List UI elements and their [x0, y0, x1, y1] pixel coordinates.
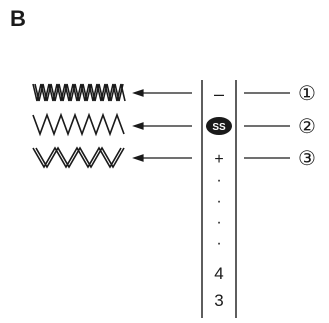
callout-1: ①	[298, 83, 316, 105]
dial-dot: ·	[216, 172, 221, 189]
dial-strip	[201, 80, 237, 318]
dial-dot: ·	[216, 193, 221, 210]
pointer-arrows	[132, 89, 192, 162]
section-label: B	[10, 6, 26, 31]
stitch-sample-wide	[32, 146, 125, 169]
dial-number: 3	[214, 291, 223, 310]
dial-plus: +	[214, 151, 223, 168]
dial-dot: ·	[216, 214, 221, 231]
dial-dot: ·	[216, 235, 221, 252]
callout-leaders	[244, 92, 290, 159]
dial-minus: –	[214, 84, 224, 104]
ss-badge-label: SS	[212, 122, 226, 133]
ss-badge: SS	[206, 117, 232, 135]
stitch-sample-dense	[32, 83, 126, 102]
callout-3: ③	[298, 148, 316, 170]
stitch-sample-medium	[32, 112, 125, 137]
callout-2: ②	[298, 116, 316, 138]
dial-number: 4	[214, 264, 223, 283]
